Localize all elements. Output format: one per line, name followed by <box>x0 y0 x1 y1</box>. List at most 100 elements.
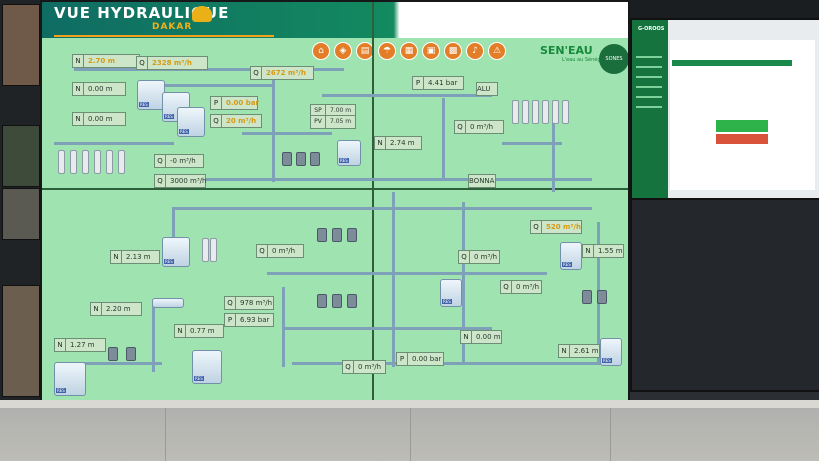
blank-monitor <box>630 198 819 392</box>
desk-seam <box>610 408 611 461</box>
screen-seam <box>42 188 628 190</box>
reservoir-tank[interactable]: RES <box>600 338 622 366</box>
pipe <box>442 98 445 178</box>
pump-icon[interactable] <box>310 152 320 166</box>
brand-logo: SEN'EAU <box>540 44 593 57</box>
filter-cylinder <box>94 150 101 174</box>
reservoir-tank[interactable]: RES <box>560 242 582 270</box>
pipe <box>62 362 162 365</box>
pipe <box>282 327 492 330</box>
alarm-icon[interactable]: ⚠ <box>488 42 506 60</box>
filter-cylinder <box>542 100 549 124</box>
reservoir-tank[interactable]: RES <box>192 350 222 384</box>
pipe <box>502 142 562 145</box>
document-icon[interactable]: ▦ <box>400 42 418 60</box>
pipe <box>242 132 332 135</box>
pump-icon[interactable] <box>347 228 357 242</box>
pump-icon[interactable] <box>108 347 118 361</box>
reservoir-tank[interactable]: RES <box>440 279 462 307</box>
reservoir-tank[interactable]: RES <box>54 362 86 396</box>
filter-cylinder <box>562 100 569 124</box>
reservoir-tank[interactable]: RES <box>337 140 361 166</box>
map-icon[interactable]: ◈ <box>334 42 352 60</box>
pump-icon[interactable] <box>317 294 327 308</box>
reservoir-tank[interactable]: RES <box>162 237 190 267</box>
pump-icon[interactable] <box>317 228 327 242</box>
side-app-toolbar <box>672 60 792 66</box>
status-block-alert <box>716 134 768 144</box>
scada-video-wall: VUE HYDRAULIQUE DAKAR ⌂ ◈ ▤ ☂ ▦ ▣ ▩ ♪ ⚠ … <box>40 0 630 410</box>
side-app-title: G-OROOS <box>638 26 665 32</box>
sidebar-item[interactable] <box>636 56 662 58</box>
camera-feed-thumbnail <box>2 188 40 240</box>
pipe <box>462 202 465 362</box>
sidebar-item[interactable] <box>636 86 662 88</box>
flow-reading: Q-0 m³/h <box>154 154 204 168</box>
tap-icon[interactable]: ☂ <box>378 42 396 60</box>
pipe <box>392 192 395 367</box>
header-band <box>42 2 628 38</box>
pump-icon[interactable] <box>597 290 607 304</box>
report-icon[interactable]: ▣ <box>422 42 440 60</box>
pipe <box>54 142 174 145</box>
desk-seam <box>410 408 411 461</box>
desk-edge <box>0 400 819 408</box>
pump-icon[interactable] <box>126 347 136 361</box>
pipe <box>172 207 592 210</box>
pipe <box>552 102 555 192</box>
reservoir-tank[interactable]: RES <box>177 107 205 137</box>
sidebar-item[interactable] <box>636 96 662 98</box>
pump-icon[interactable] <box>296 152 306 166</box>
water-tower[interactable] <box>152 298 184 308</box>
filter-cylinder <box>512 100 519 124</box>
camera-feed-thumbnail <box>2 4 40 86</box>
pump-icon[interactable] <box>332 294 342 308</box>
baobab-logo-icon <box>192 6 212 22</box>
status-block-ok <box>716 120 768 132</box>
header-underline <box>54 35 274 37</box>
sones-logo: SONES <box>599 44 628 74</box>
pump-icon[interactable] <box>582 290 592 304</box>
pump-icon[interactable] <box>332 228 342 242</box>
left-monitor-strip <box>0 0 40 410</box>
grid-icon[interactable]: ▩ <box>444 42 462 60</box>
reservoir-tank[interactable]: RES <box>137 80 165 110</box>
sidebar-item[interactable] <box>636 106 662 108</box>
pipe <box>152 84 272 87</box>
screen-seam <box>372 2 374 408</box>
desk-seam <box>165 408 166 461</box>
page-title: VUE HYDRAULIQUE <box>54 4 230 22</box>
filter-cylinder <box>118 150 125 174</box>
sidebar-item[interactable] <box>636 66 662 68</box>
bell-icon[interactable]: ♪ <box>466 42 484 60</box>
filter-cylinder <box>202 238 209 262</box>
home-icon[interactable]: ⌂ <box>312 42 330 60</box>
sidebar-item[interactable] <box>636 76 662 78</box>
brand-tagline: L'eau au Sénégal <box>562 57 606 63</box>
pump-icon[interactable] <box>282 152 292 166</box>
pump-icon[interactable] <box>347 294 357 308</box>
